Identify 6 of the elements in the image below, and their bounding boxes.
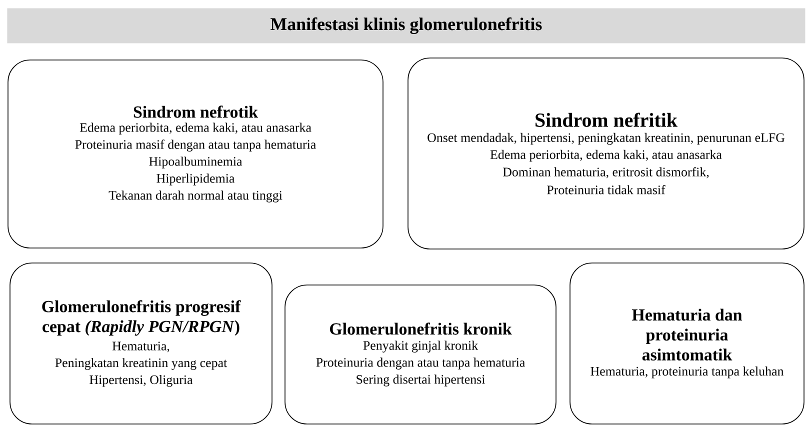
title-band: Manifestasi klinis glomerulonefritis (7, 8, 806, 44)
rounded-box: Glomerulonefritis kronik Penyakit ginjal kronik Proteinuria dengan atau tanpa hematuria Sering disertai hipertensi (284, 284, 556, 424)
rounded-box: Sindrom nefrotik Edema periorbita, edema kaki, atau anasarka Proteinuria masif dengan atau tanpa hematuria Hipoalbuminemia Hiperlipidemia Tekanan darah normal atau tinggi (8, 60, 384, 248)
rounded-box: Hematuria dan proteinuria asimtomatik Hematuria, proteinuria tanpa keluhan (570, 262, 804, 424)
rounded-box: Glomerulonefritis progresif cepat (Rapidly PGN/RPGN) Hematuria, Peningkatan kreatinin yang cepat Hipertensi, Oliguria (10, 262, 272, 424)
rounded-box: Sindrom nefritik Onset mendadak, hipertensi, peningkatan kreatinin, penurunan eLFG Edema periorbita, edema kaki, atau anasarka Dominan hematuria, eritrosit dismorfik, Proteinuria tidak masif (408, 58, 804, 250)
